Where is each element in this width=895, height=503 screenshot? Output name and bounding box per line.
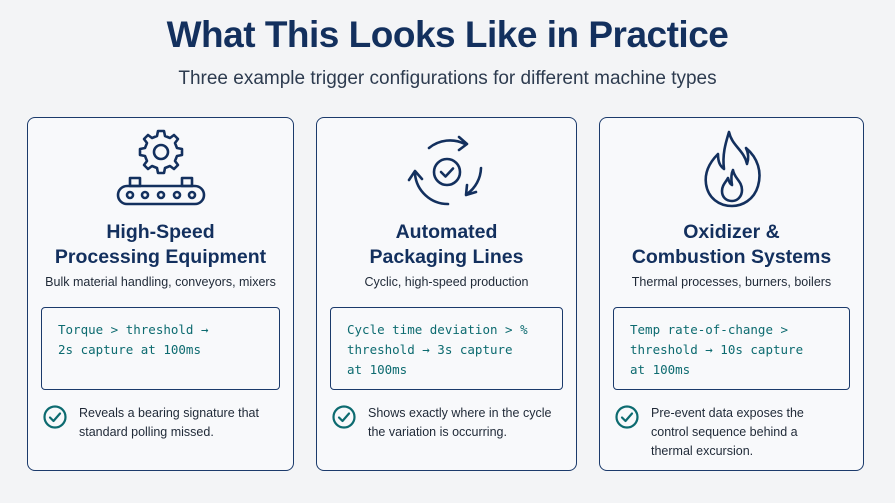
card-description: Cyclic, high-speed production <box>364 275 529 289</box>
outcome-text: Shows exactly where in the cycle the var… <box>368 406 552 439</box>
trigger-config-code: Torque > threshold → 2s capture at 100ms <box>41 307 280 390</box>
outcome-text: Pre-event data exposes the control seque… <box>651 406 804 458</box>
check-circle-icon <box>615 405 639 429</box>
check-circle-icon <box>332 405 356 429</box>
outcome-text: Reveals a bearing signature that standar… <box>79 406 259 439</box>
page-title: What This Looks Like in Practice <box>166 14 729 55</box>
trigger-config-code: Temp rate-of-change > threshold → 10s ca… <box>613 307 850 390</box>
card-title: High-Speed Processing Equipment <box>54 221 267 268</box>
card-packaging-lines: Automated Packaging Lines Cyclic, high-s… <box>316 117 577 471</box>
page-subtitle: Three example trigger configurations for… <box>178 68 717 89</box>
card-description: Bulk material handling, conveyors, mixer… <box>45 275 276 289</box>
flame-icon <box>600 124 863 214</box>
cycle-check-icon <box>317 124 576 214</box>
card-combustion-systems: Oxidizer & Combustion Systems Thermal pr… <box>599 117 864 471</box>
card-title: Automated Packaging Lines <box>369 221 524 268</box>
trigger-config-code: Cycle time deviation > % threshold → 3s … <box>330 307 563 390</box>
card-title: Oxidizer & Combustion Systems <box>631 221 832 268</box>
card-description: Thermal processes, burners, boilers <box>631 275 832 289</box>
check-circle-icon <box>43 405 67 429</box>
gear-conveyor-icon <box>28 124 293 214</box>
card-processing-equipment: High-Speed Processing Equipment Bulk mat… <box>27 117 294 471</box>
